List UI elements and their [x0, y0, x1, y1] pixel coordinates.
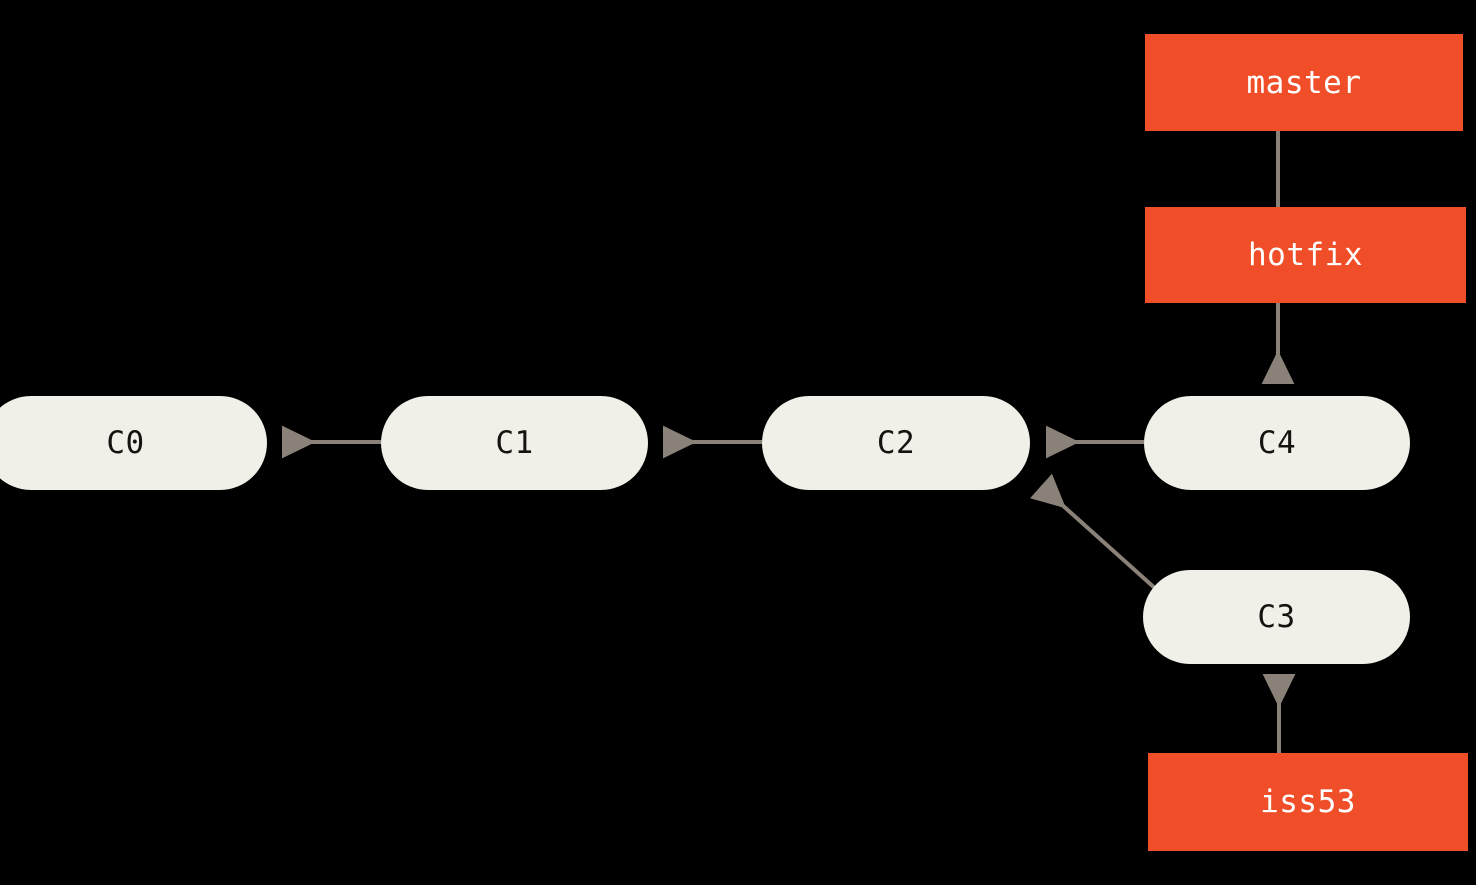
commit-node-c0: C0 [0, 396, 267, 490]
branch-label-hotfix: hotfix [1145, 207, 1466, 303]
commit-label-c3: C3 [1257, 599, 1296, 635]
commit-node-c3: C3 [1143, 570, 1410, 664]
edge-c3-to-c2 [1030, 473, 1159, 592]
commit-node-c2: C2 [762, 396, 1030, 490]
branch-label-master: master [1145, 34, 1463, 131]
commit-node-c1: C1 [381, 396, 648, 490]
branch-label-hotfix-text: hotfix [1248, 237, 1363, 273]
commit-label-c0: C0 [106, 425, 145, 461]
commit-label-c4: C4 [1257, 425, 1297, 461]
commit-label-c2: C2 [876, 425, 916, 461]
branch-label-master-text: master [1246, 64, 1362, 101]
commit-label-c1: C1 [495, 425, 534, 461]
branch-label-iss53-text: iss53 [1260, 784, 1356, 820]
branch-label-iss53: iss53 [1148, 753, 1468, 851]
commit-node-c4: C4 [1144, 396, 1410, 490]
